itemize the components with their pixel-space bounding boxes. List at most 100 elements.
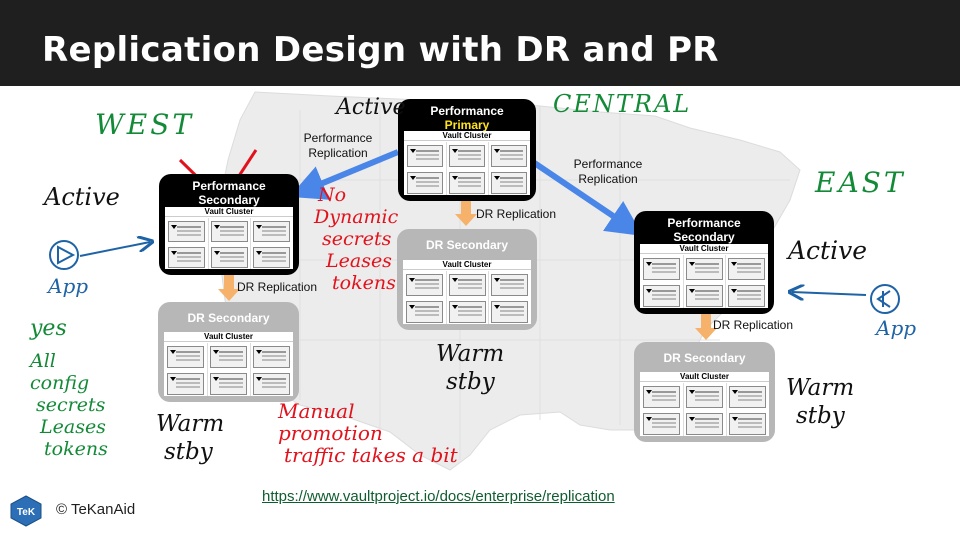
cluster-title: Performance <box>667 216 741 230</box>
node-divider <box>488 271 489 324</box>
warm-text: Warm <box>786 375 855 401</box>
node-grid <box>640 255 768 308</box>
node-grid <box>640 383 769 436</box>
vault-node <box>253 247 290 268</box>
vault-node <box>253 221 290 242</box>
list-item: Leases <box>326 250 392 272</box>
vault-node <box>407 145 443 167</box>
cluster-role: Secondary <box>673 230 735 244</box>
vault-node <box>406 274 443 296</box>
vault-node <box>449 301 486 323</box>
cluster-title: DR Secondary <box>663 351 746 365</box>
list-item: No <box>318 184 347 206</box>
list-item: secrets <box>36 394 106 416</box>
label-line: Replication <box>308 146 368 160</box>
vault-node <box>211 221 248 242</box>
vault-cluster-label: Vault Cluster <box>403 260 531 270</box>
vault-node <box>210 373 247 395</box>
vault-node <box>643 258 680 280</box>
title-bar: Replication Design with DR and PR <box>0 0 960 86</box>
app-arrow-east <box>792 292 867 295</box>
vault-node <box>491 172 527 194</box>
vault-cluster-label: Vault Cluster <box>640 244 768 254</box>
node-divider <box>725 255 726 308</box>
node-grid <box>404 142 530 195</box>
vault-node <box>449 274 486 296</box>
node-divider <box>726 383 727 436</box>
cluster-title: Performance <box>192 179 266 193</box>
cluster-title: Performance <box>430 104 504 118</box>
replication-docs-link[interactable]: https://www.vaultproject.io/docs/enterpr… <box>262 488 615 505</box>
perf-replication-east-label: Performance Replication <box>560 157 656 187</box>
perf-replication-east-arrow <box>528 157 643 237</box>
list-item: config <box>30 372 90 394</box>
vault-node <box>407 172 443 194</box>
dr-arrow-east <box>695 314 717 340</box>
vault-node <box>686 413 723 435</box>
vault-node <box>686 285 723 307</box>
vault-cluster-label: Vault Cluster <box>640 372 769 382</box>
list-item: tokens <box>44 438 108 460</box>
vault-node <box>729 386 766 408</box>
note-line: traffic takes a bit <box>284 443 458 467</box>
app-icon-east <box>870 284 900 314</box>
note-line: promotion <box>278 421 383 445</box>
tekanaid-logo: TeK <box>8 494 44 528</box>
node-divider <box>446 142 447 195</box>
vault-node <box>168 221 205 242</box>
vault-node <box>686 258 723 280</box>
stby-text: stby <box>796 403 845 429</box>
app-arrow-west <box>79 242 150 257</box>
vault-node <box>728 258 765 280</box>
node-divider <box>683 383 684 436</box>
warm-text: Warm <box>156 411 225 437</box>
dr-secondary-west-cluster: DR Secondary Vault Cluster <box>158 302 299 402</box>
slide-title: Replication Design with DR and PR <box>42 30 719 70</box>
vault-node <box>167 346 204 368</box>
vault-node <box>210 346 247 368</box>
cluster-title: DR Secondary <box>425 238 509 252</box>
app-label-east: App <box>876 316 917 340</box>
warm-stby-west: Warm stby <box>156 410 224 466</box>
vault-node <box>729 413 766 435</box>
list-item: All <box>30 350 56 372</box>
cluster-title: DR Secondary <box>187 311 270 325</box>
vault-node <box>211 247 248 268</box>
cluster-role: Primary <box>444 118 490 132</box>
dr-arrow-central <box>455 200 477 226</box>
node-divider <box>208 218 209 269</box>
node-divider <box>683 255 684 308</box>
no-dynamic-list: No Dynamic secrets Leases tokens <box>314 184 398 294</box>
manual-promotion-note: Manual promotion traffic takes a bit <box>278 400 458 466</box>
list-item: tokens <box>332 272 396 294</box>
app-label-west: App <box>48 274 89 298</box>
app-icon-west <box>49 240 79 270</box>
vault-node <box>253 373 290 395</box>
warm-stby-east: Warm stby <box>786 374 854 430</box>
warm-stby-central: Warm stby <box>436 340 504 396</box>
logo-text: TeK <box>17 507 36 518</box>
node-divider <box>250 218 251 269</box>
stby-text: stby <box>446 369 495 395</box>
vault-node <box>491 274 528 296</box>
dr-replication-label-west: DR Replication <box>237 280 318 294</box>
region-east: EAST <box>815 166 906 199</box>
node-grid <box>164 343 293 396</box>
active-note-west: Active <box>44 183 120 211</box>
node-grid <box>403 271 531 324</box>
dr-arrow-west <box>218 275 240 301</box>
vault-node <box>643 413 680 435</box>
node-divider <box>446 271 447 324</box>
node-divider <box>207 343 208 396</box>
west-dr-list: All config secrets Leases tokens <box>30 350 108 460</box>
vault-node <box>728 285 765 307</box>
vault-cluster-label: Vault Cluster <box>164 332 293 342</box>
warm-text: Warm <box>436 341 505 367</box>
note-line: Manual <box>278 399 355 423</box>
region-central: CENTRAL <box>553 90 692 118</box>
dr-secondary-east-cluster: DR Secondary Vault Cluster <box>634 342 775 442</box>
vault-node <box>168 247 205 268</box>
